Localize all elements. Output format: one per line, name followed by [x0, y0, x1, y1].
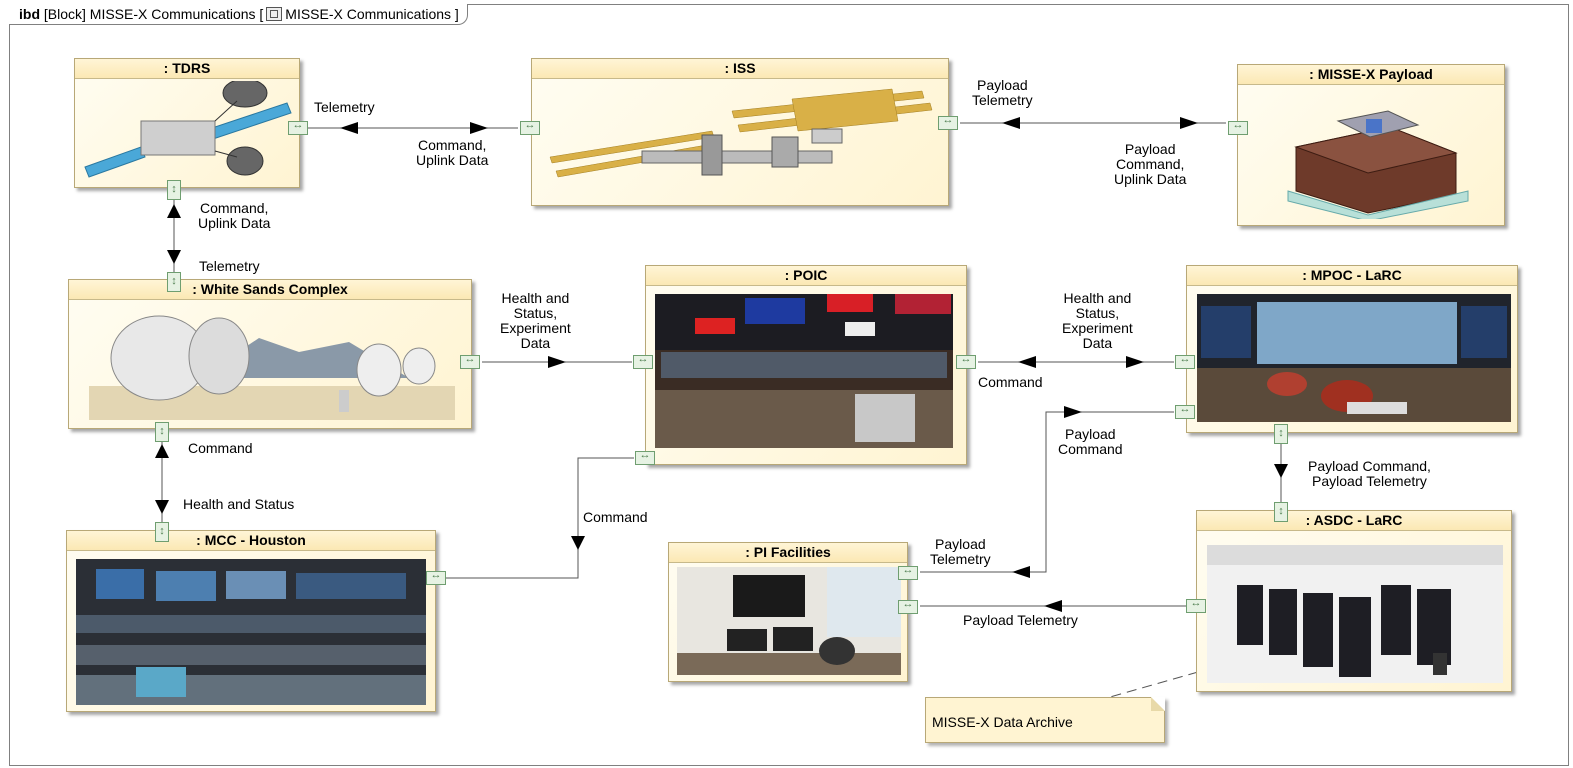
label-payload-telemetry: Payload Telemetry — [972, 77, 1033, 108]
label-payload-telemetry: Payload Telemetry — [930, 536, 991, 567]
port-pi-asdc[interactable] — [898, 598, 918, 614]
link-mpoc-pi — [920, 411, 1174, 573]
block-title: : White Sands Complex — [69, 280, 471, 300]
block-mcc-houston[interactable]: : MCC - Houston — [66, 530, 436, 712]
diagram-header: ibd [Block] MISSE-X Communications [ MISS… — [9, 4, 468, 25]
block-title: : TDRS — [75, 59, 299, 79]
port-payload-iss[interactable] — [1228, 119, 1248, 135]
port-iss-payload[interactable] — [938, 114, 958, 130]
port-iss-tdrs[interactable] — [520, 119, 540, 135]
block-diagram-icon — [266, 7, 283, 21]
block-mpoc-larc[interactable]: : MPOC - LaRC — [1186, 265, 1518, 433]
label-payload-command-uplink: Payload Command, Uplink Data — [1114, 141, 1187, 187]
label-command: Command — [188, 440, 253, 456]
poic-control-room-image — [655, 294, 953, 448]
arrowhead — [571, 536, 585, 550]
label-command: Command — [583, 509, 648, 525]
label-telemetry: Telemetry — [314, 99, 375, 115]
label-health-and-status: Health and Status — [183, 496, 295, 512]
label-payload-telemetry: Payload Telemetry — [963, 612, 1078, 628]
note-data-archive[interactable]: MISSE-X Data Archive — [925, 697, 1165, 743]
port-mcc-poic[interactable] — [426, 569, 446, 585]
block-title: : POIC — [646, 266, 966, 286]
block-title: : MPOC - LaRC — [1187, 266, 1517, 286]
port-wsc-mcc[interactable] — [155, 422, 169, 442]
arrowhead — [548, 356, 566, 368]
label-health-status-experiment: Health and Status, Experiment Data — [500, 290, 571, 351]
port-tdrs-wsc[interactable] — [167, 180, 181, 200]
block-asdc-larc[interactable]: : ASDC - LaRC — [1196, 510, 1512, 692]
pi-facilities-image — [677, 567, 901, 675]
port-poic-mpoc[interactable] — [956, 353, 976, 369]
diagram-header-text: [Block] MISSE-X Communications [ — [43, 6, 264, 22]
white-sands-antenna-image — [89, 315, 455, 420]
label-command-uplink: Command, Uplink Data — [416, 137, 489, 168]
block-misse-x-payload[interactable]: : MISSE-X Payload — [1237, 64, 1505, 226]
block-title: : MCC - Houston — [67, 531, 435, 551]
arrowhead — [1044, 600, 1062, 612]
label-health-status-experiment: Health and Status, Experiment Data — [1062, 290, 1133, 351]
label-command-uplink: Command, Uplink Data — [198, 200, 271, 231]
block-poic[interactable]: : POIC — [645, 265, 967, 465]
arrowhead — [1064, 406, 1082, 418]
label-telemetry: Telemetry — [199, 258, 260, 274]
arrowhead — [167, 204, 181, 218]
arrowhead — [470, 122, 488, 134]
mcc-control-room-image — [76, 559, 426, 705]
payload-image — [1287, 110, 1469, 219]
port-poic-mcc[interactable] — [635, 449, 655, 465]
label-payload-command: Payload Command — [1058, 426, 1123, 457]
diagram-header-end: ] — [454, 6, 459, 22]
block-title: : MISSE-X Payload — [1238, 65, 1504, 85]
block-white-sands-complex[interactable]: : White Sands Complex — [68, 279, 472, 429]
port-wsc-poic[interactable] — [460, 353, 480, 369]
port-tdrs-iss[interactable] — [288, 119, 308, 135]
arrowhead — [1002, 117, 1020, 129]
mpoc-control-room-image — [1197, 294, 1511, 422]
block-iss[interactable]: : ISS — [531, 58, 949, 206]
arrowhead — [340, 122, 358, 134]
port-asdc-mpoc[interactable] — [1274, 502, 1288, 522]
link-poic-mcc — [446, 457, 634, 579]
port-pi-mpoc[interactable] — [898, 564, 918, 580]
tdrs-satellite-image — [84, 81, 292, 178]
port-mpoc-poic[interactable] — [1175, 353, 1195, 369]
note-anchor — [1109, 671, 1199, 698]
iss-station-image — [549, 88, 933, 178]
block-pi-facilities[interactable]: : PI Facilities — [668, 542, 908, 682]
arrowhead — [1180, 117, 1198, 129]
note-text: MISSE-X Data Archive — [932, 714, 1073, 730]
arrowhead — [1274, 464, 1288, 478]
diagram-frame — [9, 4, 1569, 766]
label-payload-command-telemetry: Payload Command, Payload Telemetry — [1308, 458, 1431, 489]
arrowhead — [155, 500, 169, 514]
arrowhead — [1012, 566, 1030, 578]
port-asdc-pi[interactable] — [1186, 597, 1206, 613]
arrowhead — [1126, 356, 1144, 368]
port-poic-wsc[interactable] — [633, 353, 653, 369]
arrowheads — [155, 117, 1288, 612]
block-title: : PI Facilities — [669, 543, 907, 563]
label-command: Command — [978, 374, 1043, 390]
diagram-kind: ibd — [19, 6, 40, 22]
arrowhead — [167, 250, 181, 264]
block-tdrs[interactable]: : TDRS — [74, 58, 300, 188]
block-title: : ISS — [532, 59, 948, 79]
port-mpoc-pi[interactable] — [1175, 403, 1195, 419]
arrowhead — [155, 444, 169, 458]
port-mpoc-asdc[interactable] — [1274, 424, 1288, 444]
diagram-header-ref: MISSE-X Communications — [285, 6, 452, 22]
asdc-server-room-image — [1207, 545, 1503, 683]
port-mcc-wsc[interactable] — [155, 522, 169, 542]
block-title: : ASDC - LaRC — [1197, 511, 1511, 531]
port-wsc-tdrs[interactable] — [167, 272, 181, 292]
arrowhead — [1018, 356, 1036, 368]
